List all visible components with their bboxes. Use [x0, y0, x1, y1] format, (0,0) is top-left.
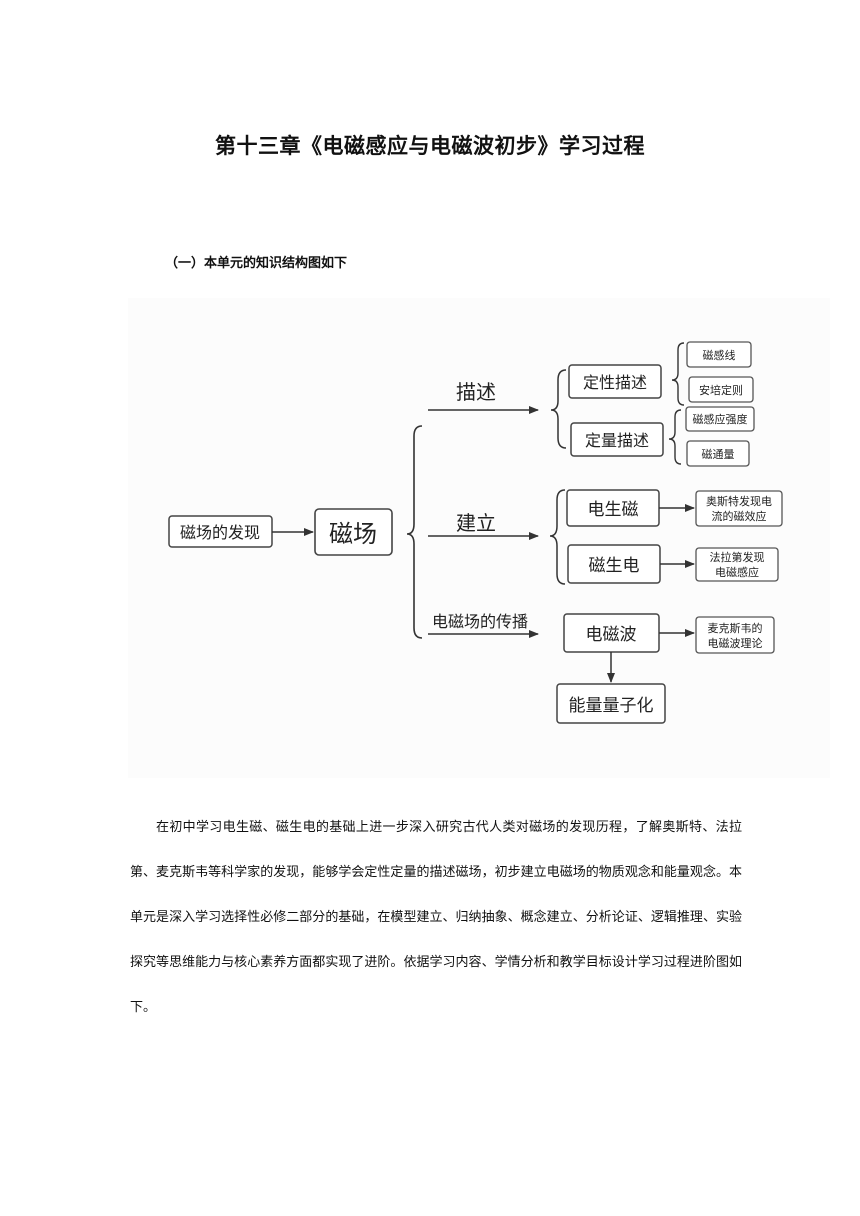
node-maxwell-line1: 麦克斯韦的: [708, 621, 763, 635]
build-brace: [549, 489, 566, 585]
node-oersted-line1: 奥斯特发现电: [706, 494, 772, 508]
node-magnetic-field: [314, 508, 393, 556]
node-faraday-line1: 法拉第发现: [710, 550, 765, 564]
branch-build-label: 建立: [456, 511, 496, 535]
qualitative-brace: [671, 342, 685, 406]
node-induction-strength-label: 磁感应强度: [693, 412, 748, 426]
node-ampere-rule: [688, 376, 754, 403]
describe-brace: [550, 369, 567, 449]
node-electricity-magnetism-label: 电生磁: [588, 500, 639, 520]
node-quantization-label: 能量量子化: [569, 696, 654, 716]
main-brace: [406, 425, 423, 639]
node-maxwell-line2: 电磁波理论: [708, 636, 763, 650]
node-quantitative: [570, 422, 664, 457]
node-qualitative-label: 定性描述: [583, 373, 647, 392]
node-maxwell: [695, 616, 775, 654]
branch-propagate-label: 电磁场的传播: [432, 612, 528, 631]
document-title: 第十三章《电磁感应与电磁波初步》学习过程: [215, 134, 645, 158]
section-heading: （一）本单元的知识结构图如下: [165, 256, 348, 271]
node-magnetic-field-label: 磁场: [329, 520, 377, 548]
node-flux: [686, 440, 750, 467]
quantitative-brace: [668, 409, 682, 465]
node-flux-label: 磁通量: [702, 448, 735, 461]
node-ampere-rule-label: 安培定则: [699, 383, 743, 397]
node-quantitative-label: 定量描述: [585, 431, 649, 450]
node-oersted-line2: 流的磁效应: [712, 509, 767, 523]
node-discovery-label: 磁场的发现: [180, 523, 260, 542]
node-quantization: [556, 683, 666, 724]
node-field-lines: [686, 341, 752, 368]
knowledge-structure-diagram: 磁场的发现 磁场 描述 建立 电磁场的传播 定性描述 定量描述 磁感线 安培定则…: [128, 298, 830, 778]
node-faraday: [695, 547, 779, 582]
branch-describe-label: 描述: [456, 380, 496, 404]
node-field-lines-label: 磁感线: [703, 348, 736, 362]
node-faraday-line2: 电磁感应: [715, 565, 759, 579]
node-induction-strength: [685, 406, 755, 432]
node-qualitative: [568, 364, 662, 399]
node-magnetism-electricity-label: 磁生电: [589, 556, 640, 576]
node-em-wave-label: 电磁波: [586, 625, 637, 645]
body-paragraph: 在初中学习电生磁、磁生电的基础上进一步深入研究古代人类对磁场的发现历程，了解奥斯…: [130, 820, 742, 1015]
diagram-svg: 磁场的发现 磁场 描述 建立 电磁场的传播 定性描述 定量描述 磁感线 安培定则…: [168, 341, 783, 724]
node-oersted: [695, 490, 783, 527]
